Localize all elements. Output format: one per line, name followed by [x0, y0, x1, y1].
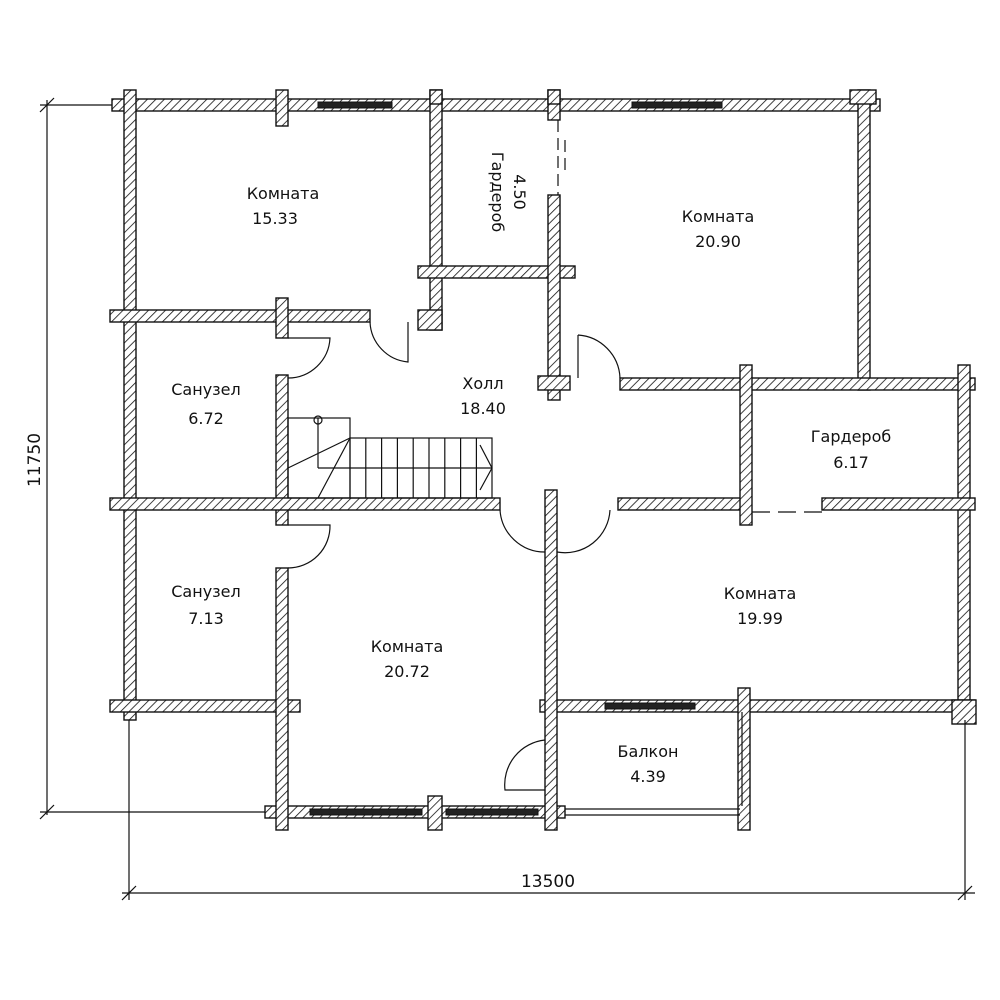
height-dimension: 11750: [25, 433, 45, 487]
room-name: Комната: [371, 637, 444, 656]
room-area: 20.90: [695, 232, 741, 251]
room-area: 4.39: [630, 767, 666, 786]
room-name: Балкон: [618, 742, 679, 761]
room-name: Гардероб: [488, 152, 507, 232]
room-name: Холл: [462, 374, 503, 393]
room-area: 7.13: [188, 609, 224, 628]
room-area: 6.72: [188, 409, 224, 428]
room-name: Комната: [247, 184, 320, 203]
room-area: 6.17: [833, 453, 869, 472]
doors: [287, 120, 822, 791]
room-area: 18.40: [460, 399, 506, 418]
room-name: Санузел: [171, 582, 240, 601]
room-labels: Комната 15.33 Гардероб 4.50 Комната 20.9…: [171, 152, 891, 786]
windows: [309, 101, 743, 816]
room-area: 20.72: [384, 662, 430, 681]
room-name: Гардероб: [811, 427, 891, 446]
room-area: 4.50: [510, 174, 529, 210]
room-name: Санузел: [171, 380, 240, 399]
dimension-lines: 11750 13500: [25, 97, 975, 901]
width-dimension: 13500: [521, 872, 575, 892]
room-name: Комната: [724, 584, 797, 603]
staircase: [287, 415, 493, 499]
room-name: Комната: [682, 207, 755, 226]
room-area: 15.33: [252, 209, 298, 228]
room-area: 19.99: [737, 609, 783, 628]
